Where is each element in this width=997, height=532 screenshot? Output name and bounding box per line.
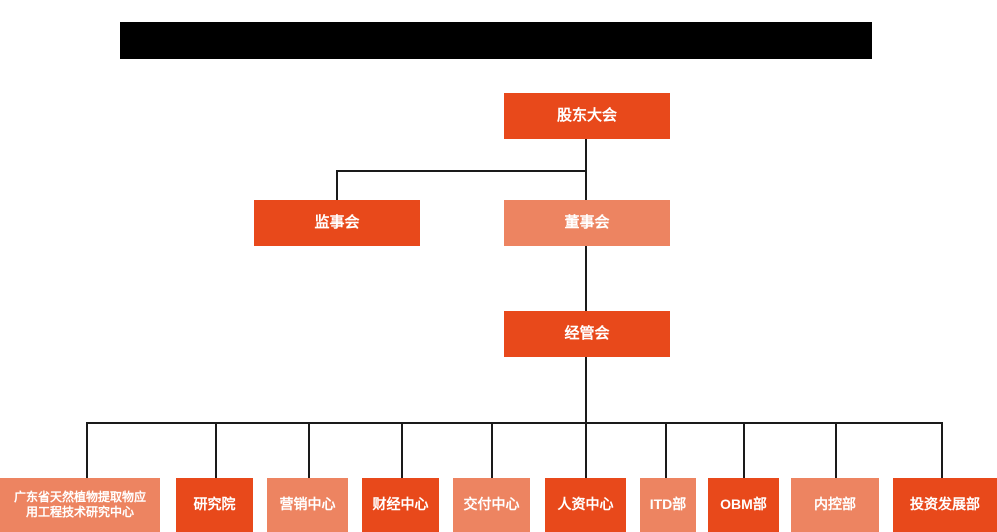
redacted-title-bar xyxy=(120,22,872,59)
node-department-5[interactable]: 人资中心 xyxy=(545,478,626,532)
node-department-8[interactable]: 内控部 xyxy=(791,478,879,532)
node-shareholders-meeting[interactable]: 股东大会 xyxy=(504,93,670,139)
connector-directors-drop xyxy=(585,170,587,201)
node-department-8-label: 内控部 xyxy=(814,496,856,513)
node-management-committee[interactable]: 经管会 xyxy=(504,311,670,357)
node-department-4-label: 交付中心 xyxy=(463,496,520,513)
node-department-9-label: 投资发展部 xyxy=(910,496,980,513)
node-board-of-directors-label: 董事会 xyxy=(564,213,610,231)
connector-drop-dept-4 xyxy=(491,422,493,479)
node-department-6[interactable]: ITD部 xyxy=(640,478,696,532)
node-board-of-supervisors-label: 监事会 xyxy=(314,213,360,231)
connector-drop-dept-8 xyxy=(835,422,837,479)
node-department-7[interactable]: OBM部 xyxy=(708,478,779,532)
connector-drop-dept-1 xyxy=(215,422,217,479)
node-department-3-label: 财经中心 xyxy=(372,496,429,513)
node-department-0[interactable]: 广东省天然植物提取物应 用工程技术研究中心 xyxy=(0,478,160,532)
node-shareholders-meeting-label: 股东大会 xyxy=(556,106,617,124)
connector-drop-dept-2 xyxy=(308,422,310,479)
connector-management-down xyxy=(585,357,587,479)
node-department-1[interactable]: 研究院 xyxy=(176,478,253,532)
node-department-4[interactable]: 交付中心 xyxy=(453,478,530,532)
connector-drop-dept-7 xyxy=(743,422,745,479)
node-management-committee-label: 经管会 xyxy=(564,324,610,342)
connector-shareholders-bus xyxy=(336,170,587,172)
connector-drop-dept-6 xyxy=(665,422,667,479)
connector-supervisors-drop xyxy=(336,170,338,201)
connector-drop-dept-9 xyxy=(941,422,943,479)
node-department-6-label: ITD部 xyxy=(649,496,687,513)
node-department-2[interactable]: 营销中心 xyxy=(267,478,348,532)
node-board-of-directors[interactable]: 董事会 xyxy=(504,200,670,246)
node-department-5-label: 人资中心 xyxy=(557,496,614,513)
node-board-of-supervisors[interactable]: 监事会 xyxy=(254,200,420,246)
node-department-0-label: 广东省天然植物提取物应 用工程技术研究中心 xyxy=(13,490,146,519)
node-department-7-label: OBM部 xyxy=(720,496,767,513)
connector-shareholders-down xyxy=(585,139,587,172)
node-department-3[interactable]: 财经中心 xyxy=(362,478,439,532)
connector-department-bus xyxy=(86,422,943,424)
node-department-1-label: 研究院 xyxy=(193,496,236,513)
node-department-2-label: 营销中心 xyxy=(279,496,336,513)
connector-directors-management xyxy=(585,246,587,312)
node-department-9[interactable]: 投资发展部 xyxy=(893,478,997,532)
connector-drop-dept-0 xyxy=(86,422,88,479)
connector-drop-dept-3 xyxy=(401,422,403,479)
